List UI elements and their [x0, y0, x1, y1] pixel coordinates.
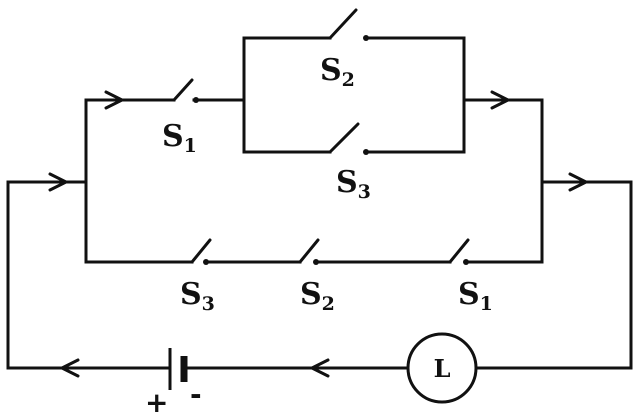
- switch-branch-s3: [328, 122, 369, 155]
- arrow-right-icon: [490, 90, 510, 110]
- wire-outer-left: [6, 180, 172, 370]
- arrow-right-icon: [568, 172, 588, 192]
- arrow-left-icon: [60, 358, 80, 378]
- switch-top-s1: [172, 78, 199, 103]
- label-branch-s3: S3: [336, 165, 371, 203]
- switch-bottom-s3: [190, 238, 212, 265]
- arrow-left-icon: [310, 358, 330, 378]
- wire-lamp-right: [475, 180, 633, 370]
- label-branch-s2: S2: [320, 53, 355, 91]
- label-bottom-s3: S3: [180, 277, 215, 315]
- label-top-s1: S1: [162, 119, 197, 157]
- battery-negative-label: -: [190, 378, 202, 411]
- switch-bottom-s2: [298, 238, 320, 265]
- lamp-circle: [406, 332, 478, 404]
- label-bottom-s2: S2: [300, 277, 335, 315]
- switch-bottom-s1: [448, 238, 470, 265]
- arrow-right-icon: [48, 172, 68, 192]
- wires: [6, 36, 633, 370]
- lamp: L: [406, 332, 478, 404]
- battery-positive-label: +: [145, 386, 168, 418]
- current-arrows: [48, 90, 588, 378]
- arrow-right-icon: [104, 90, 124, 110]
- lamp-label: L: [434, 354, 451, 383]
- label-bottom-s1: S1: [458, 277, 493, 315]
- battery: + -: [145, 348, 202, 418]
- switch-branch-s2: [328, 8, 369, 41]
